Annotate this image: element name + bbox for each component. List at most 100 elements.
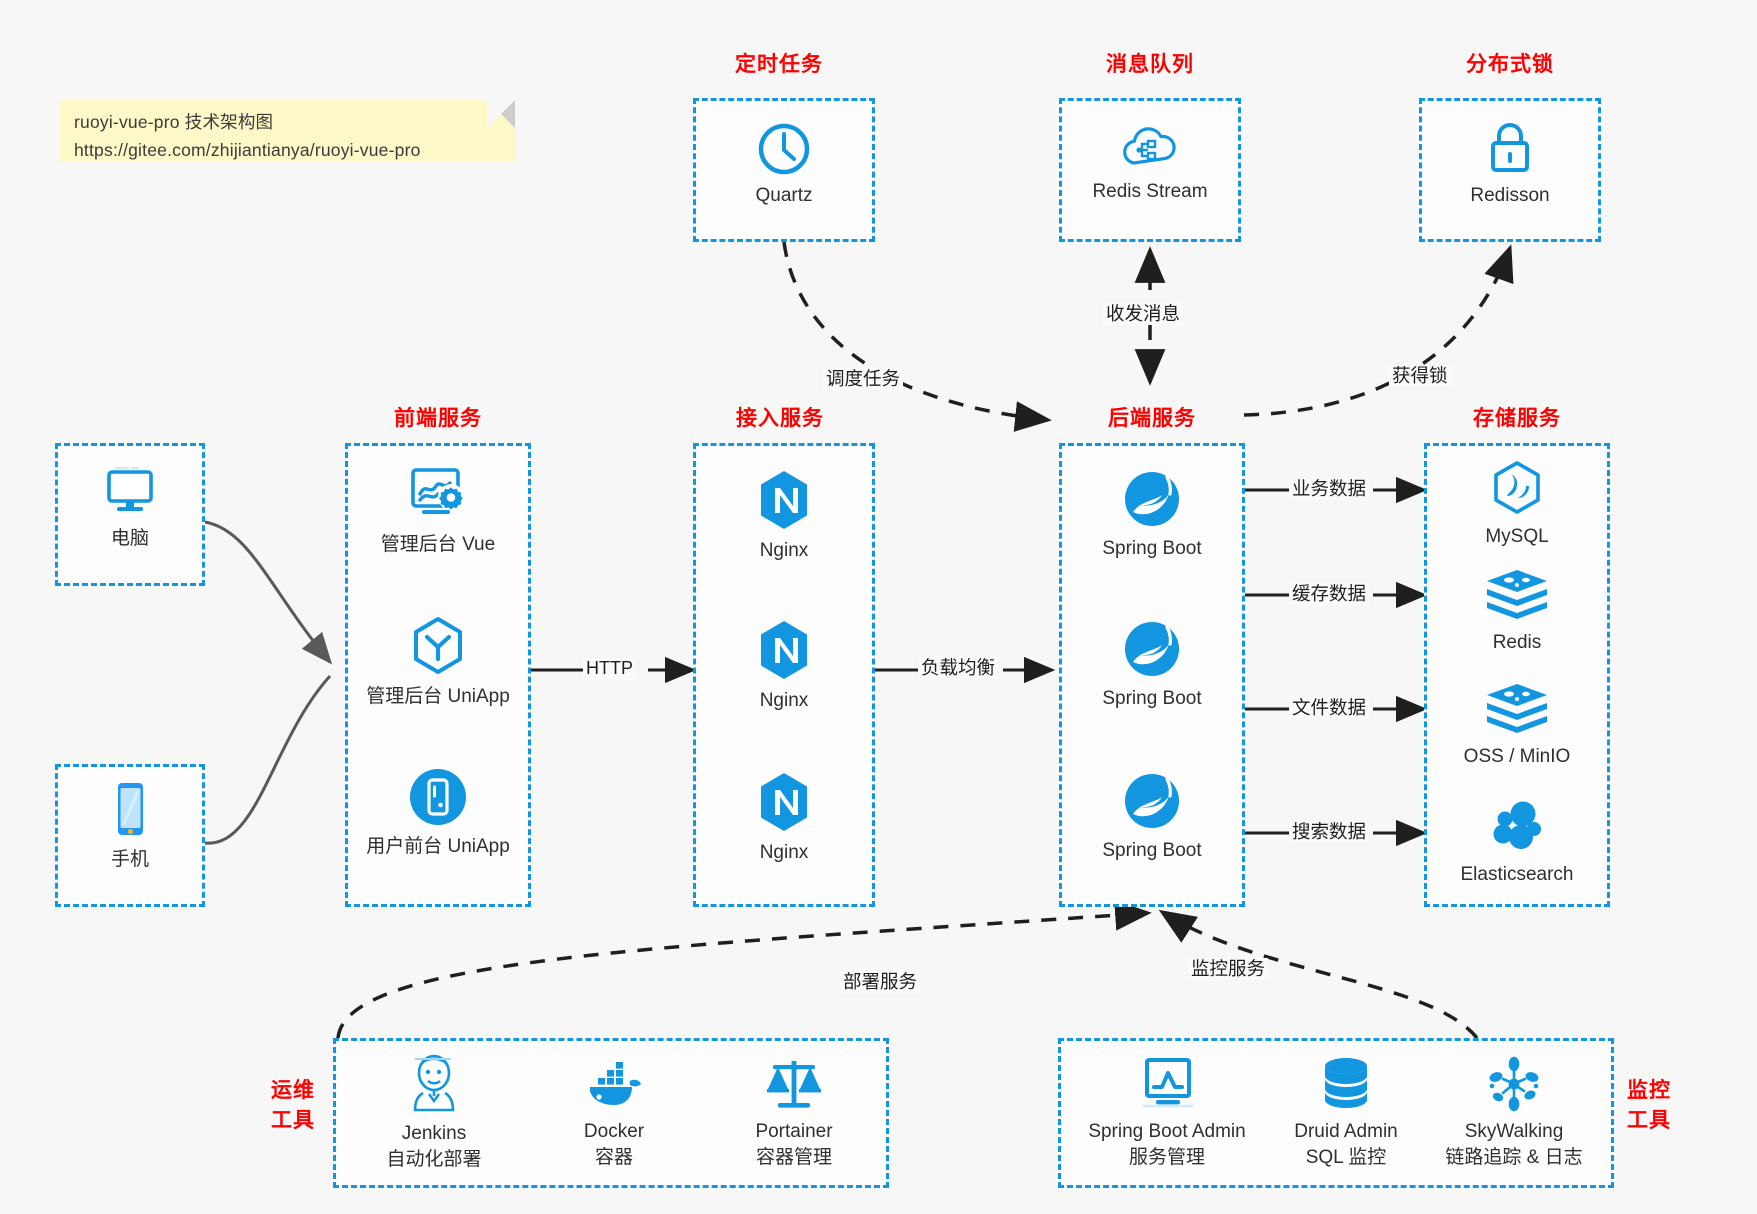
lock-icon — [1491, 123, 1529, 172]
group-box-scheduled-task[interactable]: Quartz — [693, 98, 875, 242]
group-title-monitor-line2: 工具 — [1627, 1109, 1671, 1132]
edge-label-send-receive-message: 收发消息 — [1103, 303, 1184, 326]
edge-label-cache-data: 缓存数据 — [1289, 583, 1370, 606]
group-title-storage: 存储服务 — [1473, 407, 1561, 430]
monitor-chart-icon — [1143, 1058, 1193, 1108]
node-pc[interactable]: 电脑 — [58, 462, 202, 552]
spring-boot-icon — [1125, 622, 1179, 676]
node-spring-boot-1[interactable]: Spring Boot — [1062, 468, 1242, 562]
group-title-gateway: 接入服务 — [736, 407, 824, 430]
clock-icon — [758, 123, 810, 175]
node-admin-vue-label: 管理后台 Vue — [380, 534, 496, 555]
edge-pc-to-frontend — [204, 520, 333, 665]
cloud-network-icon — [1123, 127, 1176, 165]
edge-label-load-balance: 负载均衡 — [918, 657, 999, 680]
edge-mobile-to-frontend — [204, 674, 332, 845]
nginx-icon — [761, 621, 807, 679]
node-mysql-label: MySQL — [1485, 526, 1549, 547]
node-quartz[interactable]: Quartz — [696, 121, 872, 209]
node-druid-admin-label: Druid Admin — [1294, 1121, 1398, 1142]
node-user-uniapp[interactable]: 用户前台 UniApp — [348, 766, 528, 860]
group-box-pc[interactable]: 电脑 — [55, 443, 205, 586]
node-druid-admin[interactable]: Druid Admin SQL 监控 — [1261, 1055, 1431, 1170]
portainer-scales-icon — [767, 1061, 821, 1108]
group-box-message-queue[interactable]: Redis Stream — [1059, 98, 1241, 242]
group-box-devops[interactable]: Jenkins 自动化部署 Docker 容器 — [333, 1038, 889, 1188]
node-portainer-label: Portainer — [755, 1121, 833, 1142]
node-pc-label: 电脑 — [110, 528, 149, 549]
group-title-devops-line1: 运维 — [271, 1079, 315, 1102]
node-admin-vue[interactable]: 管理后台 Vue — [348, 464, 528, 558]
sticky-note-text: ruoyi-vue-pro 技术架构图 https://gitee.com/zh… — [74, 112, 421, 160]
group-box-mobile[interactable]: 手机 — [55, 764, 205, 907]
group-title-frontend: 前端服务 — [394, 407, 482, 430]
group-title-scheduled-task: 定时任务 — [735, 53, 823, 76]
node-redisson-label: Redisson — [1470, 185, 1550, 206]
node-skywalking-label: SkyWalking — [1464, 1121, 1564, 1142]
node-redis[interactable]: Redis — [1427, 568, 1607, 656]
node-quartz-label: Quartz — [755, 185, 813, 206]
node-redis-stream[interactable]: Redis Stream — [1062, 121, 1238, 205]
redis-icon — [1487, 570, 1547, 619]
node-docker-sub: 容器 — [594, 1146, 633, 1168]
node-spring-boot-admin[interactable]: Spring Boot Admin 服务管理 — [1067, 1055, 1267, 1170]
uniapp-cube-icon — [414, 617, 462, 674]
sticky-note: ruoyi-vue-pro 技术架构图 https://gitee.com/zh… — [60, 100, 515, 162]
node-mysql[interactable]: MySQL — [1427, 460, 1607, 550]
edge-acquire-lock — [1243, 244, 1514, 417]
node-elasticsearch[interactable]: Elasticsearch — [1427, 796, 1607, 888]
group-box-storage[interactable]: MySQL Redis OSS / MinIO — [1424, 443, 1610, 907]
edge-label-monitor-service: 监控服务 — [1188, 958, 1269, 981]
node-spring-boot-1-label: Spring Boot — [1102, 538, 1202, 559]
nginx-icon — [761, 471, 807, 529]
node-user-uniapp-label: 用户前台 UniApp — [366, 836, 510, 857]
smartphone-icon — [118, 783, 143, 835]
node-nginx-3[interactable]: Nginx — [696, 770, 872, 866]
node-redisson[interactable]: Redisson — [1422, 121, 1598, 209]
node-docker[interactable]: Docker 容器 — [534, 1057, 694, 1170]
dashboard-gear-icon — [411, 468, 464, 514]
node-jenkins-label: Jenkins — [401, 1123, 467, 1144]
group-box-gateway[interactable]: Nginx Nginx Nginx — [693, 443, 875, 907]
node-jenkins-sub: 自动化部署 — [386, 1148, 482, 1170]
node-spring-boot-2[interactable]: Spring Boot — [1062, 618, 1242, 712]
group-title-devops-line2: 工具 — [271, 1109, 315, 1132]
edge-label-business-data: 业务数据 — [1289, 478, 1370, 501]
node-druid-admin-sub: SQL 监控 — [1305, 1146, 1387, 1168]
node-nginx-1-label: Nginx — [759, 540, 809, 561]
mobile-app-icon — [410, 769, 466, 825]
group-box-frontend[interactable]: 管理后台 Vue 管理后台 UniApp 用户前台 UniApp — [345, 443, 531, 907]
node-skywalking[interactable]: SkyWalking 链路追踪 & 日志 — [1419, 1055, 1609, 1170]
database-icon — [1325, 1058, 1367, 1108]
edge-label-deploy-service: 部署服务 — [840, 971, 921, 994]
desktop-icon — [107, 466, 153, 511]
group-title-distributed-lock: 分布式锁 — [1466, 53, 1554, 76]
skywalking-icon — [1489, 1056, 1539, 1112]
node-spring-boot-3[interactable]: Spring Boot — [1062, 770, 1242, 864]
edge-label-file-data: 文件数据 — [1289, 697, 1370, 720]
node-mobile[interactable]: 手机 — [58, 779, 202, 873]
node-nginx-3-label: Nginx — [759, 842, 809, 863]
group-title-backend: 后端服务 — [1108, 407, 1196, 430]
node-mobile-label: 手机 — [110, 849, 149, 870]
group-box-monitor[interactable]: Spring Boot Admin 服务管理 Druid Admin SQL 监… — [1058, 1038, 1614, 1188]
node-nginx-1[interactable]: Nginx — [696, 468, 872, 564]
node-nginx-2[interactable]: Nginx — [696, 618, 872, 714]
group-box-distributed-lock[interactable]: Redisson — [1419, 98, 1601, 242]
oss-minio-icon — [1487, 684, 1547, 733]
node-redis-label: Redis — [1492, 632, 1542, 653]
node-spring-boot-admin-sub: 服务管理 — [1128, 1146, 1205, 1168]
group-box-backend[interactable]: Spring Boot Spring Boot Spring Boot — [1059, 443, 1245, 907]
node-jenkins[interactable]: Jenkins 自动化部署 — [354, 1053, 514, 1172]
node-skywalking-sub: 链路追踪 & 日志 — [1445, 1146, 1583, 1168]
jenkins-icon — [413, 1054, 455, 1112]
node-spring-boot-3-label: Spring Boot — [1102, 840, 1202, 861]
node-nginx-2-label: Nginx — [759, 690, 809, 711]
edge-deploy-service — [336, 899, 1152, 1039]
node-admin-uniapp[interactable]: 管理后台 UniApp — [348, 614, 528, 710]
node-portainer[interactable]: Portainer 容器管理 — [714, 1053, 874, 1170]
node-oss-minio[interactable]: OSS / MinIO — [1427, 682, 1607, 770]
node-admin-uniapp-label: 管理后台 UniApp — [366, 686, 510, 707]
node-elasticsearch-label: Elasticsearch — [1460, 864, 1574, 885]
edge-label-http: HTTP — [583, 658, 636, 680]
